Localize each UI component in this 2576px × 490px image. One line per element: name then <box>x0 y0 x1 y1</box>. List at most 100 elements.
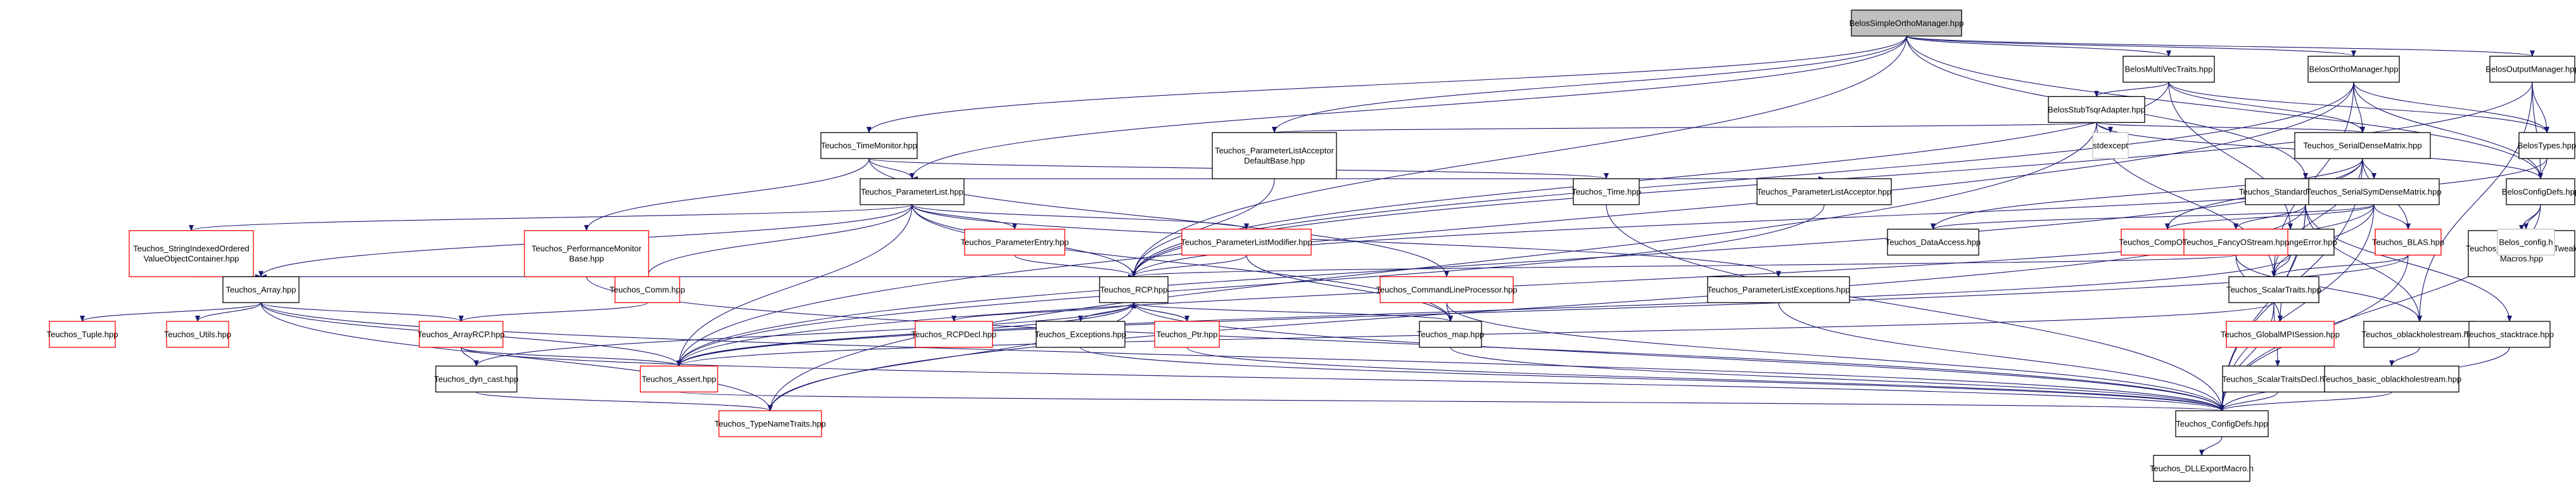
node-box <box>524 230 649 278</box>
edge-tassert-to-tconfig <box>678 391 2224 411</box>
edge-multivec-to-rangeerror <box>2168 82 2293 230</box>
edge-serialsym-to-dataaccess <box>1931 204 2375 230</box>
edge-arrayrcp-to-tassert <box>460 347 682 367</box>
node-label: Teuchos_Comm.hpp <box>609 285 685 294</box>
node-serialsym[interactable]: Teuchos_SerialSymDenseMatrix.hpp <box>2306 178 2442 205</box>
node-dllexport[interactable]: Teuchos_DLLExportMacro.h <box>2150 455 2254 482</box>
node-texceptions[interactable]: Teuchos_Exceptions.hpp <box>1035 321 1127 348</box>
node-tptr[interactable]: Teuchos_Ptr.hpp <box>1154 321 1220 348</box>
node-label: Teuchos_ArrayRCP.hpp <box>417 330 505 339</box>
edge-stdcatch-to-oblack <box>2305 204 2422 322</box>
node-belostypes[interactable]: BelosTypes.hpp <box>2518 132 2576 159</box>
node-label: BelosSimpleOrthoManager.hpp <box>1850 18 1964 28</box>
node-tutils[interactable]: Teuchos_Utils.hpp <box>164 321 231 348</box>
node-box <box>1181 228 1312 256</box>
node-root[interactable]: BelosSimpleOrthoManager.hpp <box>1850 10 1964 37</box>
node-box <box>2363 321 2476 348</box>
node-paramlist[interactable]: Teuchos_ParameterList.hpp <box>860 178 965 205</box>
node-label: Teuchos_ParameterListModifier.hpp <box>1181 237 1312 247</box>
node-trcp[interactable]: Teuchos_RCP.hpp <box>1099 276 1169 304</box>
edge-orthoman-to-belosconfig <box>2353 82 2543 179</box>
node-box <box>2375 228 2442 256</box>
node-plexceptions[interactable]: Teuchos_ParameterListExceptions.hpp <box>1707 276 1850 304</box>
node-belosconfigh[interactable]: Belos_config.h <box>2497 228 2555 256</box>
node-orthoman[interactable]: BelosOrthoManager.hpp <box>2307 56 2400 83</box>
node-tconfig[interactable]: Teuchos_ConfigDefs.hpp <box>2175 410 2269 437</box>
node-box <box>1756 178 1892 205</box>
edge-stubtsqr-to-placcdef <box>1272 122 2097 134</box>
node-basicoblack[interactable]: Teuchos_basic_oblackholestream.hpp <box>2322 365 2461 393</box>
node-ttuple[interactable]: Teuchos_Tuple.hpp <box>47 321 118 348</box>
node-arrayrcp[interactable]: Teuchos_ArrayRCP.hpp <box>417 321 505 348</box>
edge-stdcatch-to-globalmpi <box>2278 204 2306 322</box>
node-stacktrace[interactable]: Teuchos_stacktrace.hpp <box>2465 321 2554 348</box>
node-timemon[interactable]: Teuchos_TimeMonitor.hpp <box>820 132 918 159</box>
node-scalartraits[interactable]: Teuchos_ScalarTraits.hpp <box>2226 276 2321 304</box>
node-fancyostream[interactable]: Teuchos_FancyOStream.hpp <box>2183 228 2289 256</box>
node-label: Base.hpp <box>569 254 604 264</box>
node-label: BelosTypes.hpp <box>2518 141 2576 150</box>
node-oblack[interactable]: Teuchos_oblackholestream.hpp <box>2362 321 2478 348</box>
node-label: BelosConfigDefs.hpp <box>2502 187 2576 197</box>
node-multivec[interactable]: BelosMultiVecTraits.hpp <box>2122 56 2215 83</box>
node-box <box>1419 321 1482 348</box>
node-paramentry[interactable]: Teuchos_ParameterEntry.hpp <box>960 228 1069 256</box>
edge-outputman-to-belosconfig <box>2532 82 2543 179</box>
edge-outputman-to-oblack <box>2417 82 2533 322</box>
edge-arrayrcp-to-dyncast <box>460 347 479 367</box>
node-placcdef[interactable]: Teuchos_ParameterListAcceptorDefaultBase… <box>1212 132 1337 179</box>
node-box <box>1099 276 1169 304</box>
edge-tarray-to-ttuple <box>80 302 262 322</box>
node-tarray[interactable]: Teuchos_Array.hpp <box>222 276 300 304</box>
node-strindexed[interactable]: Teuchos_StringIndexedOrderedValueObjectC… <box>129 230 254 278</box>
edge-paramlist-to-tmap <box>911 204 1453 322</box>
node-placc[interactable]: Teuchos_ParameterListAcceptor.hpp <box>1756 178 1892 205</box>
edge-ttime-to-tconfig <box>1606 204 2224 411</box>
edge-cmdline-to-tconfig <box>1446 302 2224 411</box>
edge-paramlist-to-tassert <box>676 204 913 367</box>
edge-belosconfig-to-compilercode <box>2519 204 2541 231</box>
node-label: Teuchos_RCP.hpp <box>1100 285 1168 294</box>
node-dataaccess[interactable]: Teuchos_DataAccess.hpp <box>1886 228 1981 256</box>
edge-tarray-to-typename <box>260 302 773 411</box>
node-label: Teuchos_Exceptions.hpp <box>1035 330 1127 339</box>
node-box <box>2183 228 2288 256</box>
node-box <box>435 365 517 393</box>
node-globalmpi[interactable]: Teuchos_GlobalMPISession.hpp <box>2221 321 2340 348</box>
node-outputman[interactable]: BelosOutputManager.hpp <box>2485 56 2576 83</box>
edge-root-to-paramlist <box>910 35 1907 179</box>
node-ttime[interactable]: Teuchos_Time.hpp <box>1571 178 1641 205</box>
edge-tptr-to-trcp <box>1131 302 1188 322</box>
node-stubtsqr[interactable]: BelosStubTsqrAdapter.hpp <box>2048 96 2145 123</box>
edge-orthoman-to-tassert <box>676 82 2354 367</box>
edge-tmap-to-tconfig <box>1450 347 2224 411</box>
node-typename[interactable]: Teuchos_TypeNameTraits.hpp <box>714 410 826 437</box>
node-scalartraitsdecl[interactable]: Teuchos_ScalarTraitsDecl.hpp <box>2222 365 2333 393</box>
node-box <box>49 321 116 348</box>
edge-texceptions-to-tconfig <box>1080 347 2224 411</box>
node-paramlistmod[interactable]: Teuchos_ParameterListModifier.hpp <box>1181 228 1312 256</box>
node-dyncast[interactable]: Teuchos_dyn_cast.hpp <box>435 365 519 393</box>
node-box <box>1154 321 1220 348</box>
edge-belosconfig-to-belosconfigh <box>2523 204 2541 230</box>
node-rcpdecl[interactable]: Teuchos_RCPDecl.hpp <box>911 321 996 348</box>
node-belosconfig[interactable]: BelosConfigDefs.hpp <box>2502 178 2576 205</box>
node-box <box>1573 178 1640 205</box>
node-stdexcept[interactable]: stdexcept <box>2092 132 2129 159</box>
node-label: Teuchos_Ptr.hpp <box>1157 330 1218 339</box>
node-blas[interactable]: Teuchos_BLAS.hpp <box>2372 228 2444 256</box>
node-tassert[interactable]: Teuchos_Assert.hpp <box>640 365 718 393</box>
edge-tarray-to-arrayrcp <box>260 302 464 322</box>
node-box <box>718 410 822 437</box>
node-label: Teuchos_FancyOStream.hpp <box>2183 237 2289 247</box>
node-serialdense[interactable]: Teuchos_SerialDenseMatrix.hpp <box>2294 132 2431 159</box>
node-cmdline[interactable]: Teuchos_CommandLineProcessor.hpp <box>1376 276 1518 304</box>
edge-paramlist-to-plexceptions <box>911 204 1781 278</box>
node-label: Teuchos_ParameterList.hpp <box>861 187 963 197</box>
edge-blas-to-scalartraits <box>2271 254 2409 278</box>
node-tcomm[interactable]: Teuchos_Comm.hpp <box>609 276 685 304</box>
edge-arrayrcp-to-tconfig <box>460 347 2224 411</box>
node-tmap[interactable]: Teuchos_map.hpp <box>1417 321 1484 348</box>
node-label: Teuchos_DLLExportMacro.h <box>2150 463 2254 473</box>
